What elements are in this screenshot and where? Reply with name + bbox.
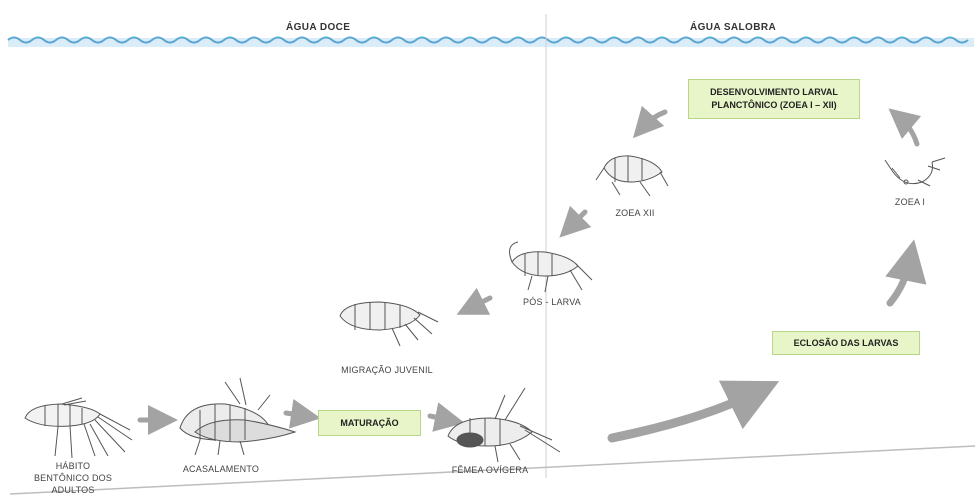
label-adults: HÁBITO BENTÔNICO DOS ADULTOS <box>28 460 118 496</box>
mating-prawns-drawing <box>180 378 295 455</box>
label-juvenile: MIGRAÇÃO JUVENIL <box>332 364 442 376</box>
ovigerous-female-drawing <box>448 388 560 462</box>
zone-title-brackish-water: ÁGUA SALOBRA <box>690 22 776 33</box>
label-zoea-i: ZOEA I <box>880 196 940 208</box>
arrow-postlarva-to-juvenile <box>470 298 490 308</box>
arrow-maturation-to-ovigerous <box>430 416 450 420</box>
arrow-zoea-i-to-larval <box>900 118 917 144</box>
postlarva-drawing <box>510 242 592 292</box>
label-postlarva: PÓS - LARVA <box>512 296 592 308</box>
juvenile-prawn-drawing <box>340 302 438 346</box>
water-surface <box>8 38 974 48</box>
label-zoea-xii: ZOEA XII <box>600 207 670 219</box>
arrow-zoea-xii-to-postlarva <box>570 212 585 227</box>
box-larval-development: DESENVOLVIMENTO LARVAL PLANCTÔNICO (ZOEA… <box>688 79 860 119</box>
adult-prawn-drawing <box>25 398 132 458</box>
arrow-ovigerous-to-hatching <box>612 393 755 438</box>
zoea-i-drawing <box>885 158 945 186</box>
cycle-arrows <box>140 112 917 438</box>
arrow-hatching-to-zoea-i <box>890 260 910 303</box>
box-maturation: MATURAÇÃO <box>318 410 421 436</box>
zone-title-fresh-water: ÁGUA DOCE <box>286 22 350 33</box>
arrow-larval-to-zoea-xii <box>643 112 665 127</box>
label-ovigerous: FÊMEA OVÍGERA <box>440 464 540 476</box>
box-larval-hatching: ECLOSÃO DAS LARVAS <box>772 331 920 355</box>
zoea-xii-drawing <box>596 156 668 196</box>
label-mating: ACASALAMENTO <box>176 463 266 475</box>
arrow-mating-to-maturation <box>286 413 306 416</box>
